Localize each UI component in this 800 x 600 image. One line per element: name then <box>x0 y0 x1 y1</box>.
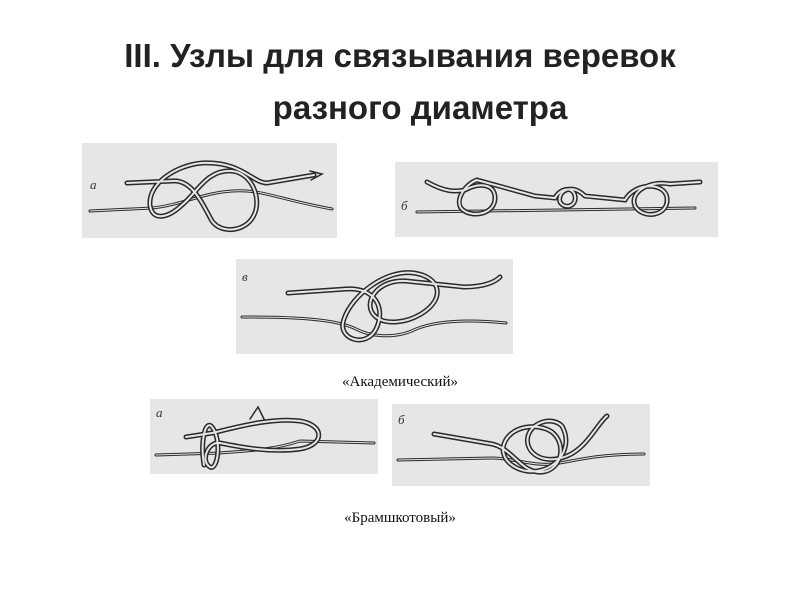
caption-academic: «Академический» <box>342 374 458 390</box>
caption-bramshkotovy: «Брамшкотовый» <box>344 510 456 526</box>
knot-figure-b2: б <box>392 404 650 486</box>
figure-label-b: б <box>401 198 408 213</box>
knot-figure-a: а <box>82 143 337 238</box>
knot-illustration-b2 <box>396 413 646 475</box>
knot-figure-v: в <box>236 259 513 354</box>
knot-illustration-a2 <box>154 405 376 470</box>
knot-illustration-v <box>240 270 508 343</box>
slide-title: III. Узлы для связывания веревок разного… <box>0 30 800 134</box>
figure-label-a: а <box>90 177 97 192</box>
knot-figure-a2: а <box>150 399 378 474</box>
knot-figure-b: б <box>395 162 718 237</box>
title-line-2: разного диаметра <box>272 89 568 126</box>
knot-illustration-b <box>415 177 703 217</box>
figure-label-b2: б <box>398 412 405 427</box>
figure-label-a2: а <box>156 405 163 420</box>
knot-illustration-a <box>88 160 334 232</box>
figure-label-v: в <box>242 269 248 284</box>
title-line-1: III. Узлы для связывания веревок <box>124 37 676 74</box>
